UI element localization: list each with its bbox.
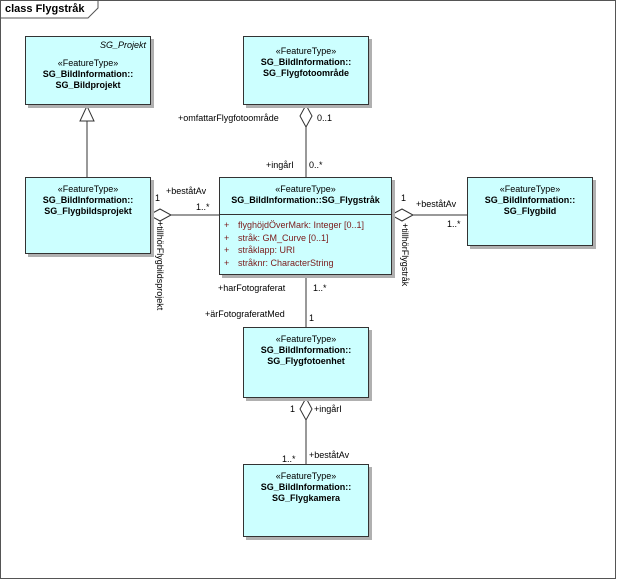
stereotype-label: «FeatureType»	[275, 46, 337, 56]
attribute-row: +stråk: GM_Curve [0..1]	[224, 232, 329, 243]
mult-ingar-bottom: 1	[290, 404, 296, 414]
mult-bestar-right-a: 1	[401, 193, 407, 203]
attribute-row: +flyghöjdÖverMark: Integer [0..1]	[224, 220, 365, 230]
class-name-line2: SG_Bildprojekt	[55, 80, 121, 90]
class-flygfotoenhet[interactable]: «FeatureType» SG_BildInformation:: SG_Fl…	[243, 327, 369, 398]
role-harfotograferat: +harFotograferat	[218, 283, 286, 293]
class-name-line2: SG_Flygbild	[503, 206, 557, 216]
mult-harfotograferat: 1..*	[313, 283, 327, 293]
class-flygbildsprojekt[interactable]: «FeatureType» SG_BildInformation:: SG_Fl…	[25, 177, 151, 254]
mult-bestar-left-b: 1..*	[196, 202, 210, 212]
mult-omfattar: 0..1	[317, 113, 333, 123]
abstraction-label: SG_Projekt	[99, 40, 146, 50]
role-bestar-right: +beståtAv	[416, 199, 457, 209]
role-bestar-bottom: +beståtAv	[309, 450, 350, 460]
class-name-line2: SG_Flygkamera	[271, 493, 341, 503]
role-ingar-top: +ingårI	[266, 160, 294, 170]
role-bestar-left: +beståtAv	[166, 186, 207, 196]
role-omfattar-flygfotoomrade: +omfattarFlygfotoområde	[178, 113, 279, 123]
mult-arfotograferatmed: 1	[309, 313, 315, 323]
class-name: SG_BildInformation::SG_Flygstråk	[231, 195, 380, 205]
stereotype-label: «FeatureType»	[57, 58, 119, 68]
attribute-row: +stråklapp: URI	[224, 245, 296, 255]
mult-bestar-left-a: 1	[155, 193, 161, 203]
generalization-arrowhead	[79, 104, 95, 122]
role-tillhor-flygbildsprojekt: +tillhörFlygbildsprojekt	[155, 221, 165, 311]
class-flygkamera[interactable]: «FeatureType» SG_BildInformation:: SG_Fl…	[243, 464, 369, 537]
aggregation-diamond-omrade	[299, 103, 313, 129]
class-name-line1: SG_BildInformation::	[484, 195, 576, 205]
aggregation-diamond-strak	[389, 208, 415, 222]
mult-ingar-top: 0..*	[309, 160, 323, 170]
class-name-line1: SG_BildInformation::	[260, 57, 352, 67]
aggregation-diamond-projekt	[147, 208, 173, 222]
class-flygfotoomrade[interactable]: «FeatureType» SG_BildInformation:: SG_Fl…	[243, 36, 369, 105]
stereotype-label: «FeatureType»	[275, 334, 337, 344]
role-tillhor-flygstrak: +tillhörFlygstråk	[400, 223, 410, 287]
diagram-title: class Flygstråk	[5, 3, 85, 15]
role-ingar-bottom: +ingårI	[314, 404, 342, 414]
class-name-line1: SG_BildInformation::	[260, 345, 352, 355]
class-flygbild[interactable]: «FeatureType» SG_BildInformation:: SG_Fl…	[467, 177, 593, 246]
stereotype-label: «FeatureType»	[275, 184, 336, 194]
stereotype-label: «FeatureType»	[275, 471, 337, 481]
class-name-line1: SG_BildInformation::	[42, 195, 134, 205]
class-name-line1: SG_BildInformation::	[42, 69, 134, 79]
class-name-line2: SG_Flygbildsprojekt	[44, 206, 132, 216]
attribute-separator	[220, 214, 391, 215]
class-bildprojekt[interactable]: SG_Projekt «FeatureType» SG_BildInformat…	[25, 36, 151, 105]
aggregation-diamond-enhet	[299, 396, 313, 422]
role-arfotograferatmed: +ärFotograferatMed	[205, 309, 285, 319]
frame-tab-outline	[0, 0, 99, 19]
attribute-row: +stråknr: CharacterString	[224, 257, 334, 268]
mult-bestar-right-b: 1..*	[447, 219, 461, 229]
stereotype-label: «FeatureType»	[499, 184, 561, 194]
mult-bestar-bottom: 1..*	[282, 454, 296, 464]
class-name-line1: SG_BildInformation::	[260, 482, 352, 492]
attribute-list: +flyghöjdÖverMark: Integer [0..1] +stråk…	[224, 219, 387, 269]
class-name-line2: SG_Flygfotoområde	[262, 68, 349, 78]
class-flygstrak[interactable]: «FeatureType» SG_BildInformation::SG_Fly…	[219, 177, 392, 275]
class-name-line2: SG_Flygfotoenhet	[267, 356, 345, 366]
stereotype-label: «FeatureType»	[57, 184, 119, 194]
